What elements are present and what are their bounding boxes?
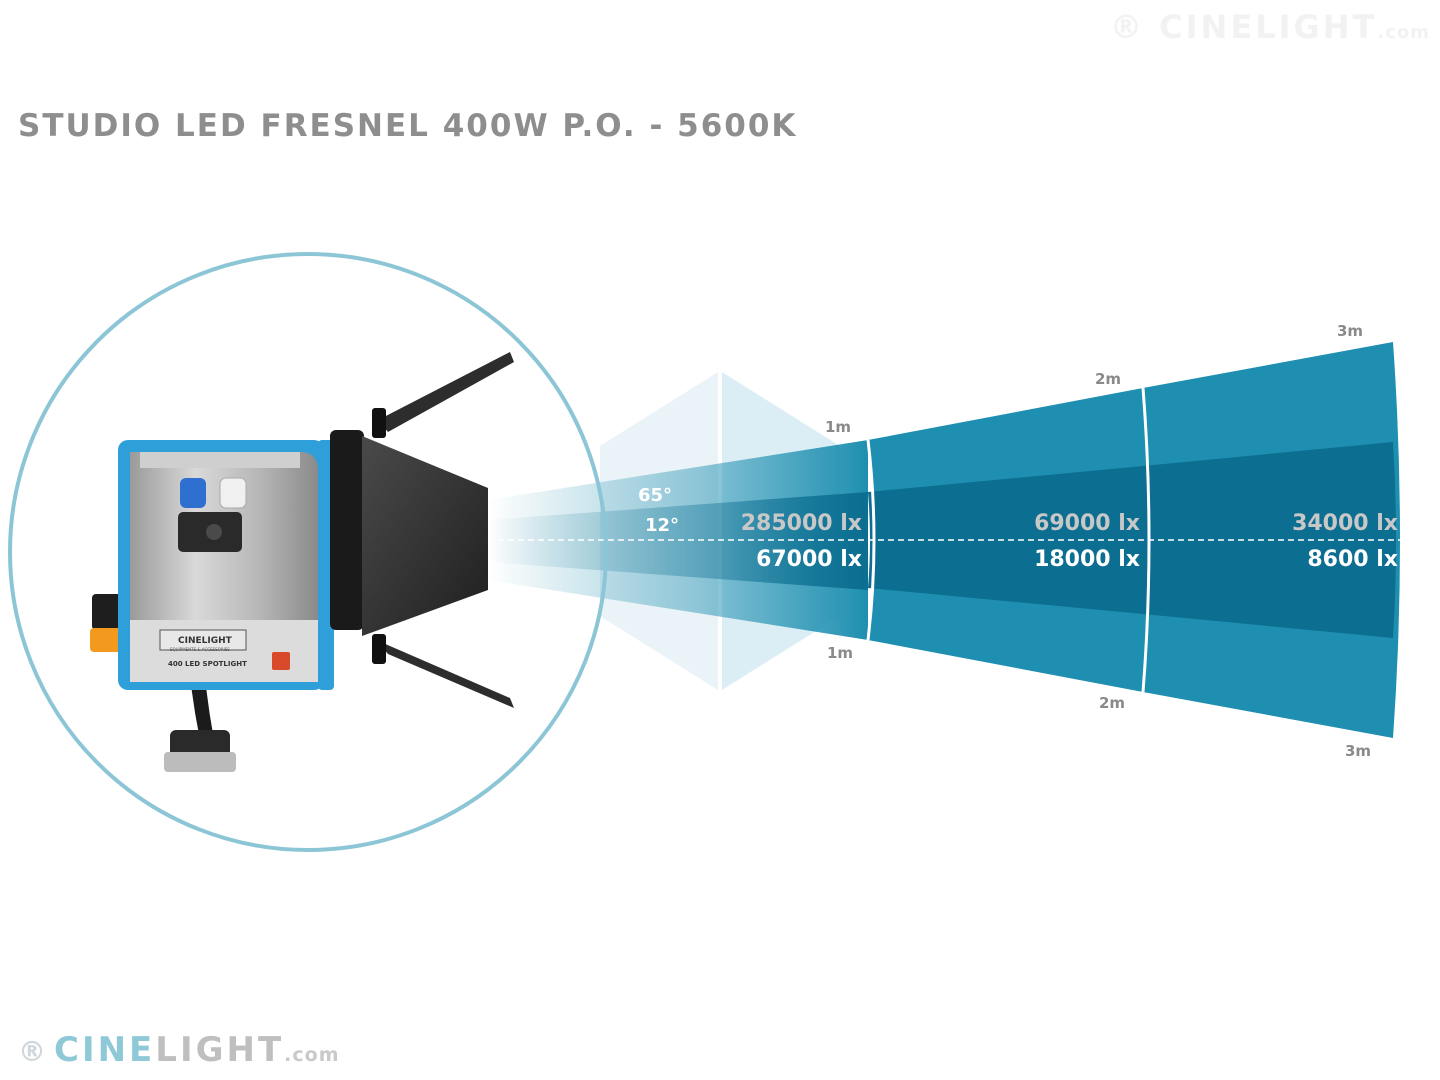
fixture-model-label: 400 LED SPOTLIGHT (168, 660, 247, 668)
watermark-reg: ® (1110, 8, 1146, 46)
distance-label-top-1: 1m (825, 418, 851, 436)
brand-logo: ®CINELIGHT.com (18, 1030, 340, 1070)
brand-light: LIGHT (155, 1030, 285, 1070)
lux-narrow-3m: 8600 lx (1307, 547, 1398, 572)
beam-segment-inner-1 (868, 466, 1146, 614)
wide-angle-label: 65° (638, 485, 672, 506)
lux-wide-3m: 34000 lx (1292, 511, 1398, 536)
lux-wide-1m: 285000 lx (741, 511, 862, 536)
distance-label-bottom-2: 2m (1099, 694, 1125, 712)
lux-narrow-2m: 18000 lx (1034, 547, 1140, 572)
distance-label-top-2: 2m (1095, 370, 1121, 388)
watermark-logo: ® CINELIGHT.com (1110, 8, 1430, 46)
lux-narrow-1m: 67000 lx (756, 547, 862, 572)
watermark-domain: .com (1377, 22, 1430, 43)
brand-cine: CINE (54, 1030, 156, 1070)
light-cone-narrow (488, 492, 868, 590)
distance-label-bottom-1: 1m (827, 644, 853, 662)
brand-reg: ® (18, 1035, 46, 1068)
page-title: STUDIO LED FRESNEL 400W P.O. - 5600K (18, 108, 798, 144)
narrow-angle-label: 12° (645, 515, 679, 536)
lux-readings: 285000 lx 67000 lx 69000 lx 18000 lx 340… (741, 511, 1398, 572)
fresnel-fixture: CINELIGHT EQUIPMENTS & ACCESSORIES 400 L… (90, 352, 514, 772)
distance-label-top-3: 3m (1337, 322, 1363, 340)
fixture-brand-label: CINELIGHT (178, 636, 233, 646)
brand-domain: .com (284, 1044, 340, 1066)
lux-wide-2m: 69000 lx (1034, 511, 1140, 536)
fixture-circle-frame (8, 252, 608, 852)
fixture-brand-sub: EQUIPMENTS & ACCESSORIES (170, 647, 230, 652)
distance-labels: 1m 1m 2m 2m 3m 3m (825, 322, 1371, 760)
distance-label-bottom-3: 3m (1345, 742, 1371, 760)
watermark-name: CINELIGHT (1159, 8, 1378, 46)
